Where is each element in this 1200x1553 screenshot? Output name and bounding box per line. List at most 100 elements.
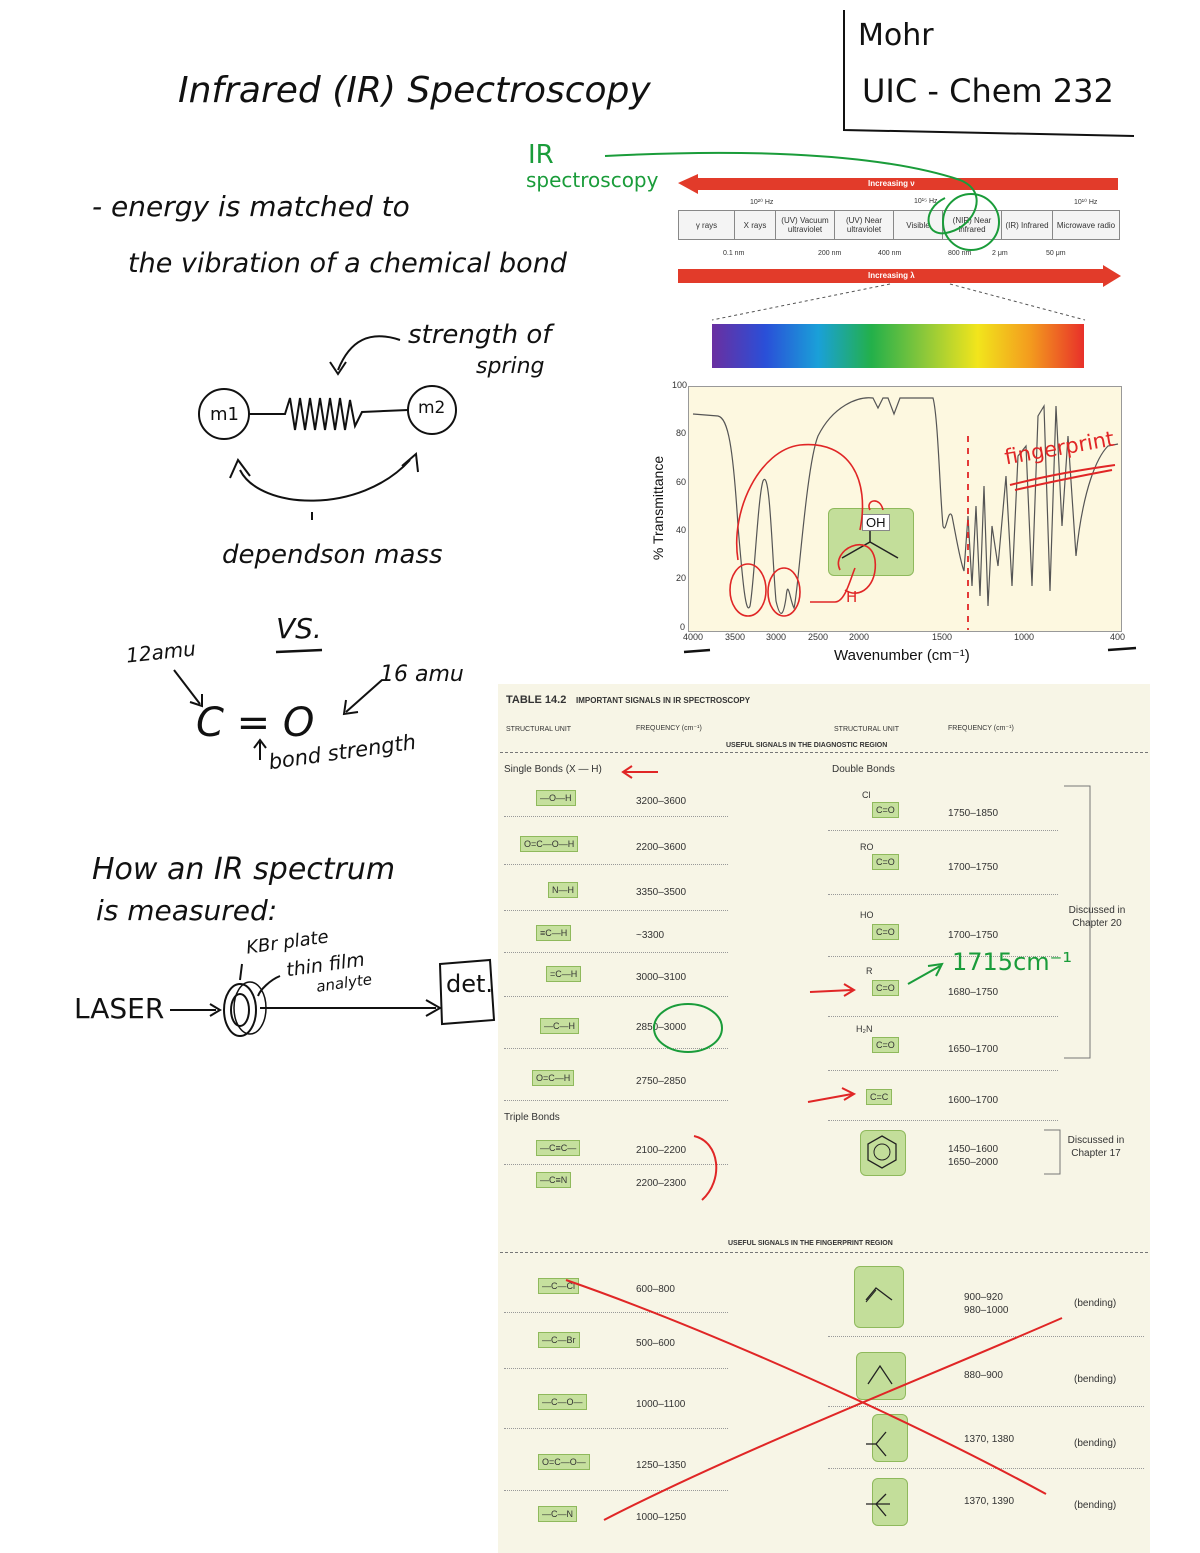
row-divider	[828, 1336, 1144, 1337]
x-tick-400: 400	[1110, 632, 1126, 642]
sub-ro: RO	[860, 842, 874, 852]
unit-carboxylic-oh: O=C—O—H	[520, 836, 579, 852]
col-frequency-right: FREQUENCY (cm⁻¹)	[948, 725, 1014, 732]
row-divider	[504, 996, 728, 997]
y-tick-60: 60	[676, 477, 687, 487]
fingerprint-divider	[500, 1252, 1148, 1253]
freq-tick-3: 10¹⁰ Hz	[1074, 199, 1098, 206]
band-xray: X rays	[735, 211, 776, 239]
sub-ho: HO	[860, 910, 874, 920]
row-divider	[828, 1120, 1058, 1121]
fp-right-freq-1b: 980–1000	[964, 1305, 1009, 1316]
unit-nitrile: —C≡N	[536, 1172, 572, 1188]
col-structural-unit-left: STRUCTURAL UNIT	[506, 726, 572, 733]
fp-right-freq-1a: 900–920	[964, 1292, 1003, 1303]
col-frequency-left: FREQUENCY (cm⁻¹)	[636, 725, 702, 732]
sub-cl: Cl	[862, 790, 871, 800]
freq-c-n: 1000–1250	[636, 1512, 687, 1523]
fp-right-note-4: (bending)	[1074, 1500, 1117, 1511]
mass1-label: m1	[210, 404, 239, 425]
ir-plot-ylabel: % Transmittance	[650, 455, 666, 561]
row-divider	[504, 864, 728, 865]
unit-amide: C=O	[872, 1037, 899, 1053]
vs-label: VS.	[276, 612, 322, 645]
unit-alkene-ch: =C—H	[546, 966, 582, 982]
y-tick-20: 20	[676, 573, 687, 583]
unit-c-n: —C—N	[538, 1506, 577, 1522]
y-tick-0: 0	[680, 622, 686, 632]
depends-on-mass-label: dependson mass	[222, 540, 443, 570]
bracket-chapter17	[1044, 1129, 1061, 1175]
freq-nh: 3350–3500	[636, 887, 687, 898]
unit-alkene: C=C	[866, 1089, 893, 1105]
row-divider	[504, 1312, 728, 1313]
triple-bonds-label: Triple Bonds	[504, 1112, 560, 1123]
x-tick-3000: 3000	[766, 632, 787, 642]
unit-alkyne-ch: ≡C—H	[536, 925, 572, 941]
freq-ester: 1700–1750	[948, 862, 999, 873]
freq-alkyne: 2100–2200	[636, 1145, 687, 1156]
freq-carboxylic-oh: 2200–3600	[636, 842, 687, 853]
how-measured-2: is measured:	[96, 894, 278, 927]
band-microwave: Microwave radio	[1056, 220, 1116, 230]
alcohol-structure	[841, 530, 899, 559]
x-tick-3500: 3500	[725, 632, 746, 642]
header-corner-line	[843, 10, 1135, 137]
freq-alkyne-ch: ~3300	[636, 930, 665, 941]
table-caption-title: IMPORTANT SIGNALS IN IR SPECTROSCOPY	[576, 696, 751, 705]
amu16-label: 16 amu	[380, 662, 464, 687]
zoom-lines	[711, 283, 1086, 321]
ir-annotation-1: IR	[528, 140, 554, 170]
increasing-nu-label: Increasing ν	[868, 179, 915, 188]
freq-c-br: 500–600	[636, 1338, 675, 1349]
freq-oh: 3200–3600	[636, 796, 687, 807]
red-spectrum-annotations: H	[729, 430, 1116, 630]
green-circle-2850	[653, 1003, 723, 1053]
header-divider	[500, 752, 1148, 753]
ir-signals-table	[498, 684, 1150, 1553]
band-near-ir: (NIR) Near infrared	[943, 211, 1002, 239]
fp-right-note-3: (bending)	[1074, 1438, 1117, 1449]
svg-text:H: H	[846, 588, 857, 606]
row-divider	[504, 1048, 728, 1049]
mass2-label: m2	[418, 398, 446, 418]
energy-note-line1: - energy is matched to	[92, 190, 410, 223]
course-label: UIC - Chem 232	[862, 72, 1114, 110]
row-divider	[504, 1164, 728, 1165]
row-divider	[828, 1468, 1144, 1469]
unit-nh: N—H	[548, 882, 578, 898]
spring-mass-drawing	[198, 335, 457, 520]
freq-amide: 1650–1700	[948, 1044, 999, 1055]
freq-ketone: 1680–1750	[948, 987, 999, 998]
row-divider	[504, 1428, 728, 1429]
c-equals-o: C = O	[196, 700, 315, 746]
col-structural-unit-right: STRUCTURAL UNIT	[834, 726, 900, 733]
single-bonds-label: Single Bonds (X — H)	[504, 764, 602, 775]
benzene-icon	[867, 1135, 897, 1169]
double-bonds-label: Double Bonds	[832, 764, 895, 775]
unit-carboxylic-acid: C=O	[872, 924, 899, 940]
row-divider	[504, 910, 728, 911]
wl-tick-2: 200 nm	[818, 250, 842, 257]
discussed-ch17: Discussed in Chapter 17	[1067, 1135, 1125, 1159]
unit-acid-chloride: C=O	[872, 802, 899, 818]
increasing-lambda-label: Increasing λ	[868, 271, 915, 280]
freq-aldehyde-ch: 2750–2850	[636, 1076, 687, 1087]
unit-ester-co: O=C—O—	[538, 1454, 590, 1470]
ir-annotation-2: spectroscopy	[526, 168, 659, 192]
single-bonds-red-arrow	[621, 765, 658, 779]
unit-c-o: —C—O—	[538, 1394, 587, 1410]
unit-alkane-ch: —C—H	[540, 1018, 579, 1034]
band-near-uv: (UV) Near ultraviolet	[835, 211, 894, 239]
row-divider	[504, 1490, 728, 1491]
row-divider	[504, 1100, 728, 1101]
measurement-setup	[170, 958, 496, 1037]
unit-ester: C=O	[872, 854, 899, 870]
aromatic-freq-2: 1650–2000	[948, 1157, 999, 1168]
row-divider	[828, 1016, 1058, 1017]
fp-right-freq-4: 1370, 1390	[964, 1496, 1015, 1507]
laser-label: LASER	[74, 992, 165, 1025]
fp-right-structures	[865, 1287, 893, 1517]
x-tick-1000: 1000	[1014, 632, 1035, 642]
trans-alkene-structure-box	[856, 1352, 906, 1400]
